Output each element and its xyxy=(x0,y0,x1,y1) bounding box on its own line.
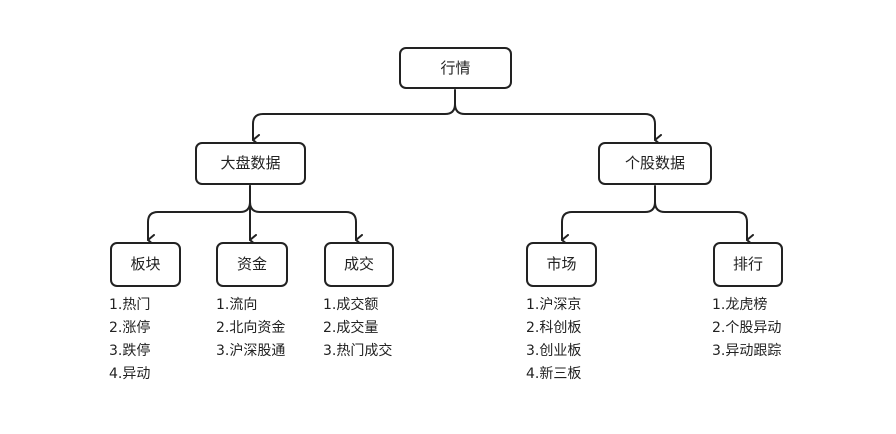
node-hangqing: 行情 xyxy=(399,47,512,89)
list-item: 4.新三板 xyxy=(526,366,582,382)
connector-gegu xyxy=(654,201,754,246)
node-label: 市场 xyxy=(546,255,577,273)
list-item: 3.跌停 xyxy=(109,343,151,359)
connector-dapan xyxy=(147,185,251,246)
connector-root xyxy=(454,103,662,146)
node-label: 行情 xyxy=(440,58,471,77)
zijin-item-list: 1.流向 2.北向资金 3.沪深股通 xyxy=(216,294,285,363)
connector-root xyxy=(252,89,456,146)
list-item: 3.异动跟踪 xyxy=(712,343,782,359)
shichang-item-list: 1.沪深京 2.科创板 3.创业板 4.新三板 xyxy=(526,294,581,386)
node-bankuai: 板块 xyxy=(110,242,181,287)
node-label: 个股数据 xyxy=(624,154,685,172)
node-gegu-shuju: 个股数据 xyxy=(598,142,712,185)
list-item: 1.沪深京 xyxy=(526,297,582,313)
connector-dapan xyxy=(249,201,363,246)
list-item: 3.沪深股通 xyxy=(216,343,286,359)
node-shichang: 市场 xyxy=(526,242,597,287)
list-item: 3.创业板 xyxy=(526,343,582,359)
chengjiao-item-list: 1.成交额 2.成交量 3.热门成交 xyxy=(323,294,392,363)
list-item: 2.涨停 xyxy=(109,320,151,336)
list-item: 1.流向 xyxy=(216,297,258,313)
node-label: 板块 xyxy=(130,255,161,273)
list-item: 2.成交量 xyxy=(323,320,379,336)
node-dapan-shuju: 大盘数据 xyxy=(195,142,306,185)
node-label: 排行 xyxy=(732,255,763,273)
node-chengjiao: 成交 xyxy=(324,242,394,287)
list-item: 2.科创板 xyxy=(526,320,582,336)
node-label: 成交 xyxy=(343,255,374,273)
list-item: 4.异动 xyxy=(109,366,151,382)
list-item: 1.热门 xyxy=(109,297,151,313)
list-item: 1.龙虎榜 xyxy=(712,297,768,313)
list-item: 2.个股异动 xyxy=(712,320,782,336)
paihang-item-list: 1.龙虎榜 2.个股异动 3.异动跟踪 xyxy=(712,294,781,363)
node-label: 资金 xyxy=(236,255,267,273)
list-item: 2.北向资金 xyxy=(216,320,286,336)
node-paihang: 排行 xyxy=(713,242,783,287)
bankuai-item-list: 1.热门 2.涨停 3.跌停 4.异动 xyxy=(109,294,150,386)
connector-gegu xyxy=(561,185,656,246)
list-item: 1.成交额 xyxy=(323,297,379,313)
node-zijin: 资金 xyxy=(216,242,288,287)
node-label: 大盘数据 xyxy=(220,154,281,172)
list-item: 3.热门成交 xyxy=(323,343,393,359)
